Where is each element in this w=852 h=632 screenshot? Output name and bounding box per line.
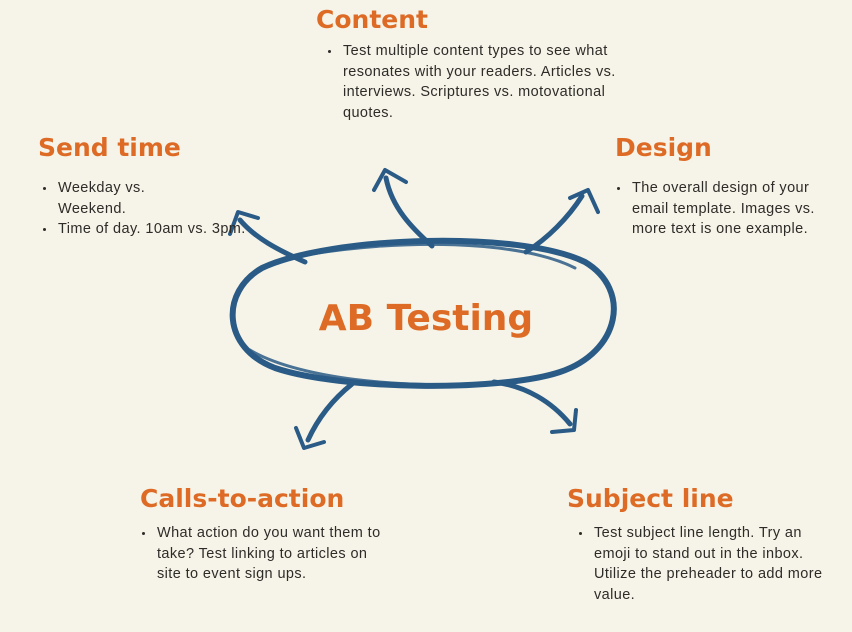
- connector-design: [523, 193, 585, 255]
- connector-calls-to-action: [305, 381, 355, 443]
- heading-send-time: Send time: [38, 133, 181, 162]
- bullets-send-time: Weekday vs. Weekend. Time of day. 10am v…: [38, 178, 246, 240]
- bullet-send-time-1: Weekday vs. Weekend.: [56, 178, 158, 219]
- center-ellipse: [229, 237, 617, 389]
- heading-subject-line: Subject line: [567, 484, 734, 513]
- bullet-content-1: Test multiple content types to see what …: [341, 41, 641, 123]
- bullet-send-time-2: Time of day. 10am vs. 3pm.: [56, 219, 246, 240]
- arrowhead-send-time: [228, 210, 260, 236]
- center-ellipse-stroke-3: [248, 348, 522, 387]
- bullets-subject-line: Test subject line length. Try an emoji t…: [574, 523, 832, 605]
- bullets-calls-to-action: What action do you want them to take? Te…: [137, 523, 395, 585]
- heading-content: Content: [316, 5, 428, 34]
- arrowhead-content: [372, 168, 408, 192]
- arrowhead-calls-to-action: [294, 426, 326, 450]
- arrowhead-subject-line: [550, 408, 578, 434]
- arrowhead-design: [568, 188, 600, 214]
- connector-content: [383, 175, 435, 249]
- center-title: AB Testing: [318, 298, 534, 339]
- bullet-design-1: The overall design of your email templat…: [630, 178, 848, 240]
- bullets-content: Test multiple content types to see what …: [323, 41, 641, 123]
- bullets-design: The overall design of your email templat…: [612, 178, 848, 240]
- center-ellipse-stroke-2: [298, 242, 577, 270]
- heading-design: Design: [615, 133, 712, 162]
- bullet-subject-line-1: Test subject line length. Try an emoji t…: [592, 523, 832, 605]
- heading-calls-to-action: Calls-to-action: [140, 484, 345, 513]
- connector-send-time: [237, 217, 308, 265]
- bullet-calls-to-action-1: What action do you want them to take? Te…: [155, 523, 395, 585]
- connector-subject-line: [491, 379, 573, 427]
